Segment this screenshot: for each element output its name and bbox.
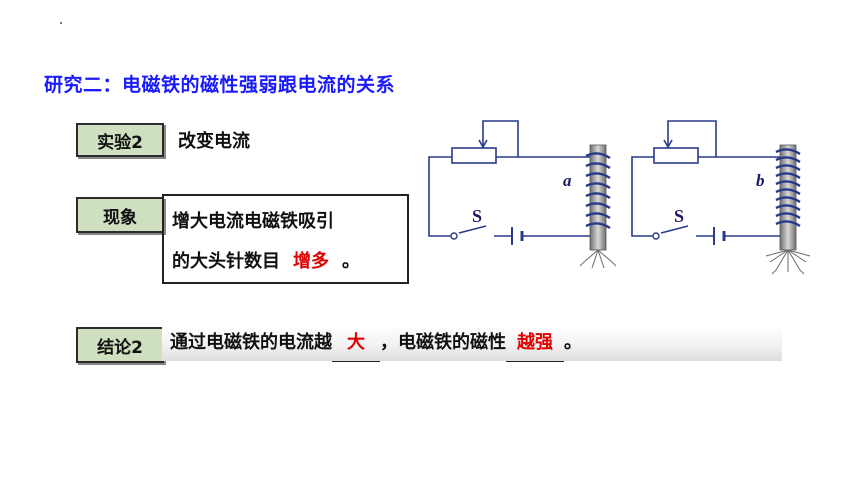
phenomenon-line2: 的大头针数目增多。	[172, 242, 399, 283]
coil-a	[585, 152, 611, 230]
wire-left-a	[428, 156, 452, 237]
phenomenon-tag: 现象	[76, 197, 164, 233]
phenomenon-line2-prefix: 的大头针数目	[172, 251, 280, 272]
switch-label-b: S	[674, 206, 684, 226]
coil-b	[775, 148, 801, 228]
conclusion-part3: 。	[564, 332, 582, 353]
rheostat-b	[653, 147, 699, 164]
slider-arrow-b	[663, 139, 673, 149]
switch-terminal-a	[450, 232, 458, 240]
switch-a	[458, 225, 487, 234]
conclusion-answer1: 大	[332, 325, 380, 362]
circuit-diagram-a	[428, 120, 594, 245]
conclusion-answer2: 越强	[506, 325, 564, 362]
switch-b	[660, 225, 689, 234]
experiment-tag: 实验2	[76, 123, 164, 157]
pins-b	[765, 249, 811, 275]
experiment-text: 改变电流	[178, 131, 250, 152]
label-a: a	[563, 171, 572, 190]
conclusion-tag: 结论2	[76, 327, 164, 363]
phenomenon-answer: 增多	[280, 242, 342, 283]
conclusion-part2: ，电磁铁的磁性	[380, 332, 506, 353]
conclusion-part1: 通过电磁铁的电流越	[170, 332, 332, 353]
conclusion-bar: 通过电磁铁的电流越大，电磁铁的磁性越强。	[162, 325, 782, 362]
label-b: b	[756, 171, 765, 190]
circuit-diagram-b	[631, 120, 782, 245]
wire-left-b	[631, 156, 654, 237]
phenomenon-line2-suffix: 。	[342, 251, 360, 272]
slider-wire-a	[482, 120, 519, 158]
switch-terminal-b	[652, 232, 660, 240]
slider-wire-b	[667, 120, 717, 158]
iron-core-a	[589, 144, 607, 251]
rheostat-a	[451, 147, 497, 164]
switch-label-a: S	[472, 206, 482, 226]
phenomenon-line1: 增大电流电磁铁吸引	[172, 211, 334, 232]
corner-dot	[60, 22, 62, 24]
page-title: 研究二：电磁铁的磁性强弱跟电流的关系	[44, 74, 396, 96]
pins-a	[579, 249, 617, 269]
slider-arrow-a	[478, 139, 488, 149]
phenomenon-box: 增大电流电磁铁吸引 的大头针数目增多。	[162, 194, 409, 284]
